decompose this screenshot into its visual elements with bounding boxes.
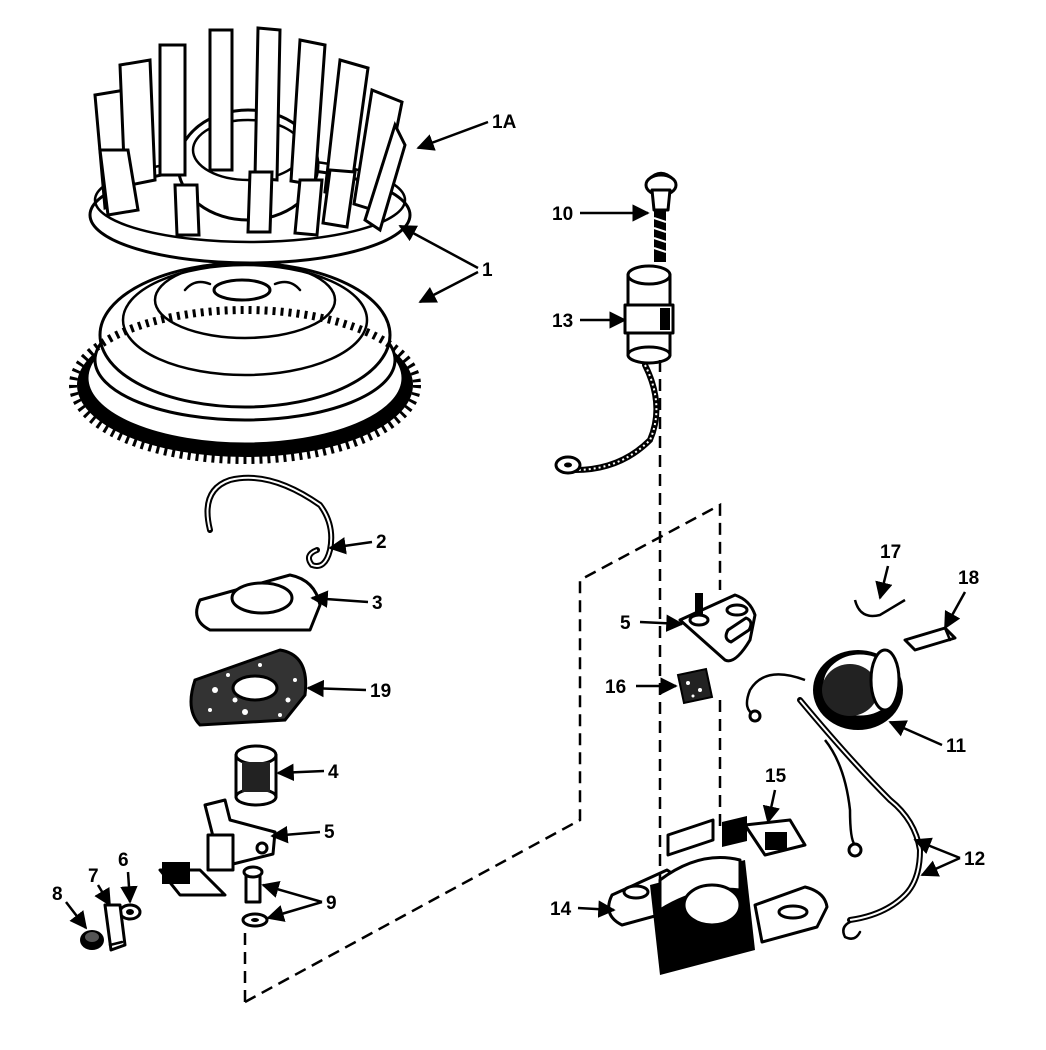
callout-2: 2 xyxy=(376,532,387,553)
washer-6 xyxy=(118,903,142,921)
breaker-point-bracket xyxy=(678,593,757,663)
dust-cover-plate xyxy=(195,573,322,632)
callout-19: 19 xyxy=(370,681,391,702)
retainer-spring-clip xyxy=(204,474,335,569)
cam-bushing xyxy=(234,744,278,807)
callout-17: 17 xyxy=(880,542,901,563)
terminal-clip-7 xyxy=(103,903,127,952)
callout-18: 18 xyxy=(958,568,979,589)
callout-9: 9 xyxy=(326,893,337,914)
callout-11: 11 xyxy=(946,736,967,757)
breaker-arm xyxy=(158,798,277,897)
cam-wiper-felt xyxy=(676,667,714,705)
callout-10: 10 xyxy=(552,204,573,225)
flywheel-ring-gear-teeth xyxy=(69,306,421,464)
clip-18 xyxy=(903,626,957,652)
callout-8: 8 xyxy=(52,884,63,905)
callout-3: 3 xyxy=(372,593,383,614)
fan-blades xyxy=(93,26,407,237)
screw-and-washer xyxy=(241,865,269,928)
callout-13: 13 xyxy=(552,311,573,332)
condenser-screw xyxy=(644,171,678,262)
nut-8 xyxy=(80,930,104,950)
callout-14: 14 xyxy=(550,899,572,920)
callout-15: 15 xyxy=(765,766,787,787)
callout-6: 6 xyxy=(118,850,129,871)
flywheel xyxy=(69,260,421,464)
leader-lines xyxy=(65,120,967,930)
callout-1A: 1A xyxy=(492,112,517,133)
ignition-coil xyxy=(745,648,903,730)
flywheel-fan xyxy=(88,26,412,265)
condenser xyxy=(554,264,675,475)
callout-1: 1 xyxy=(482,260,493,281)
callout-5-right: 5 xyxy=(620,613,631,634)
callout-16: 16 xyxy=(605,677,626,698)
callout-4: 4 xyxy=(328,762,339,783)
callout-7: 7 xyxy=(88,866,99,887)
callout-12: 12 xyxy=(964,849,985,870)
felt-seal xyxy=(189,648,308,727)
callout-labels: 1A 1 2 3 19 4 5 6 7 8 9 10 13 5 16 11 12… xyxy=(52,112,985,920)
callout-5-left: 5 xyxy=(324,822,335,843)
breaker-base xyxy=(607,816,829,975)
spring-17 xyxy=(853,598,906,618)
assembly-guide-lines xyxy=(243,360,722,1004)
